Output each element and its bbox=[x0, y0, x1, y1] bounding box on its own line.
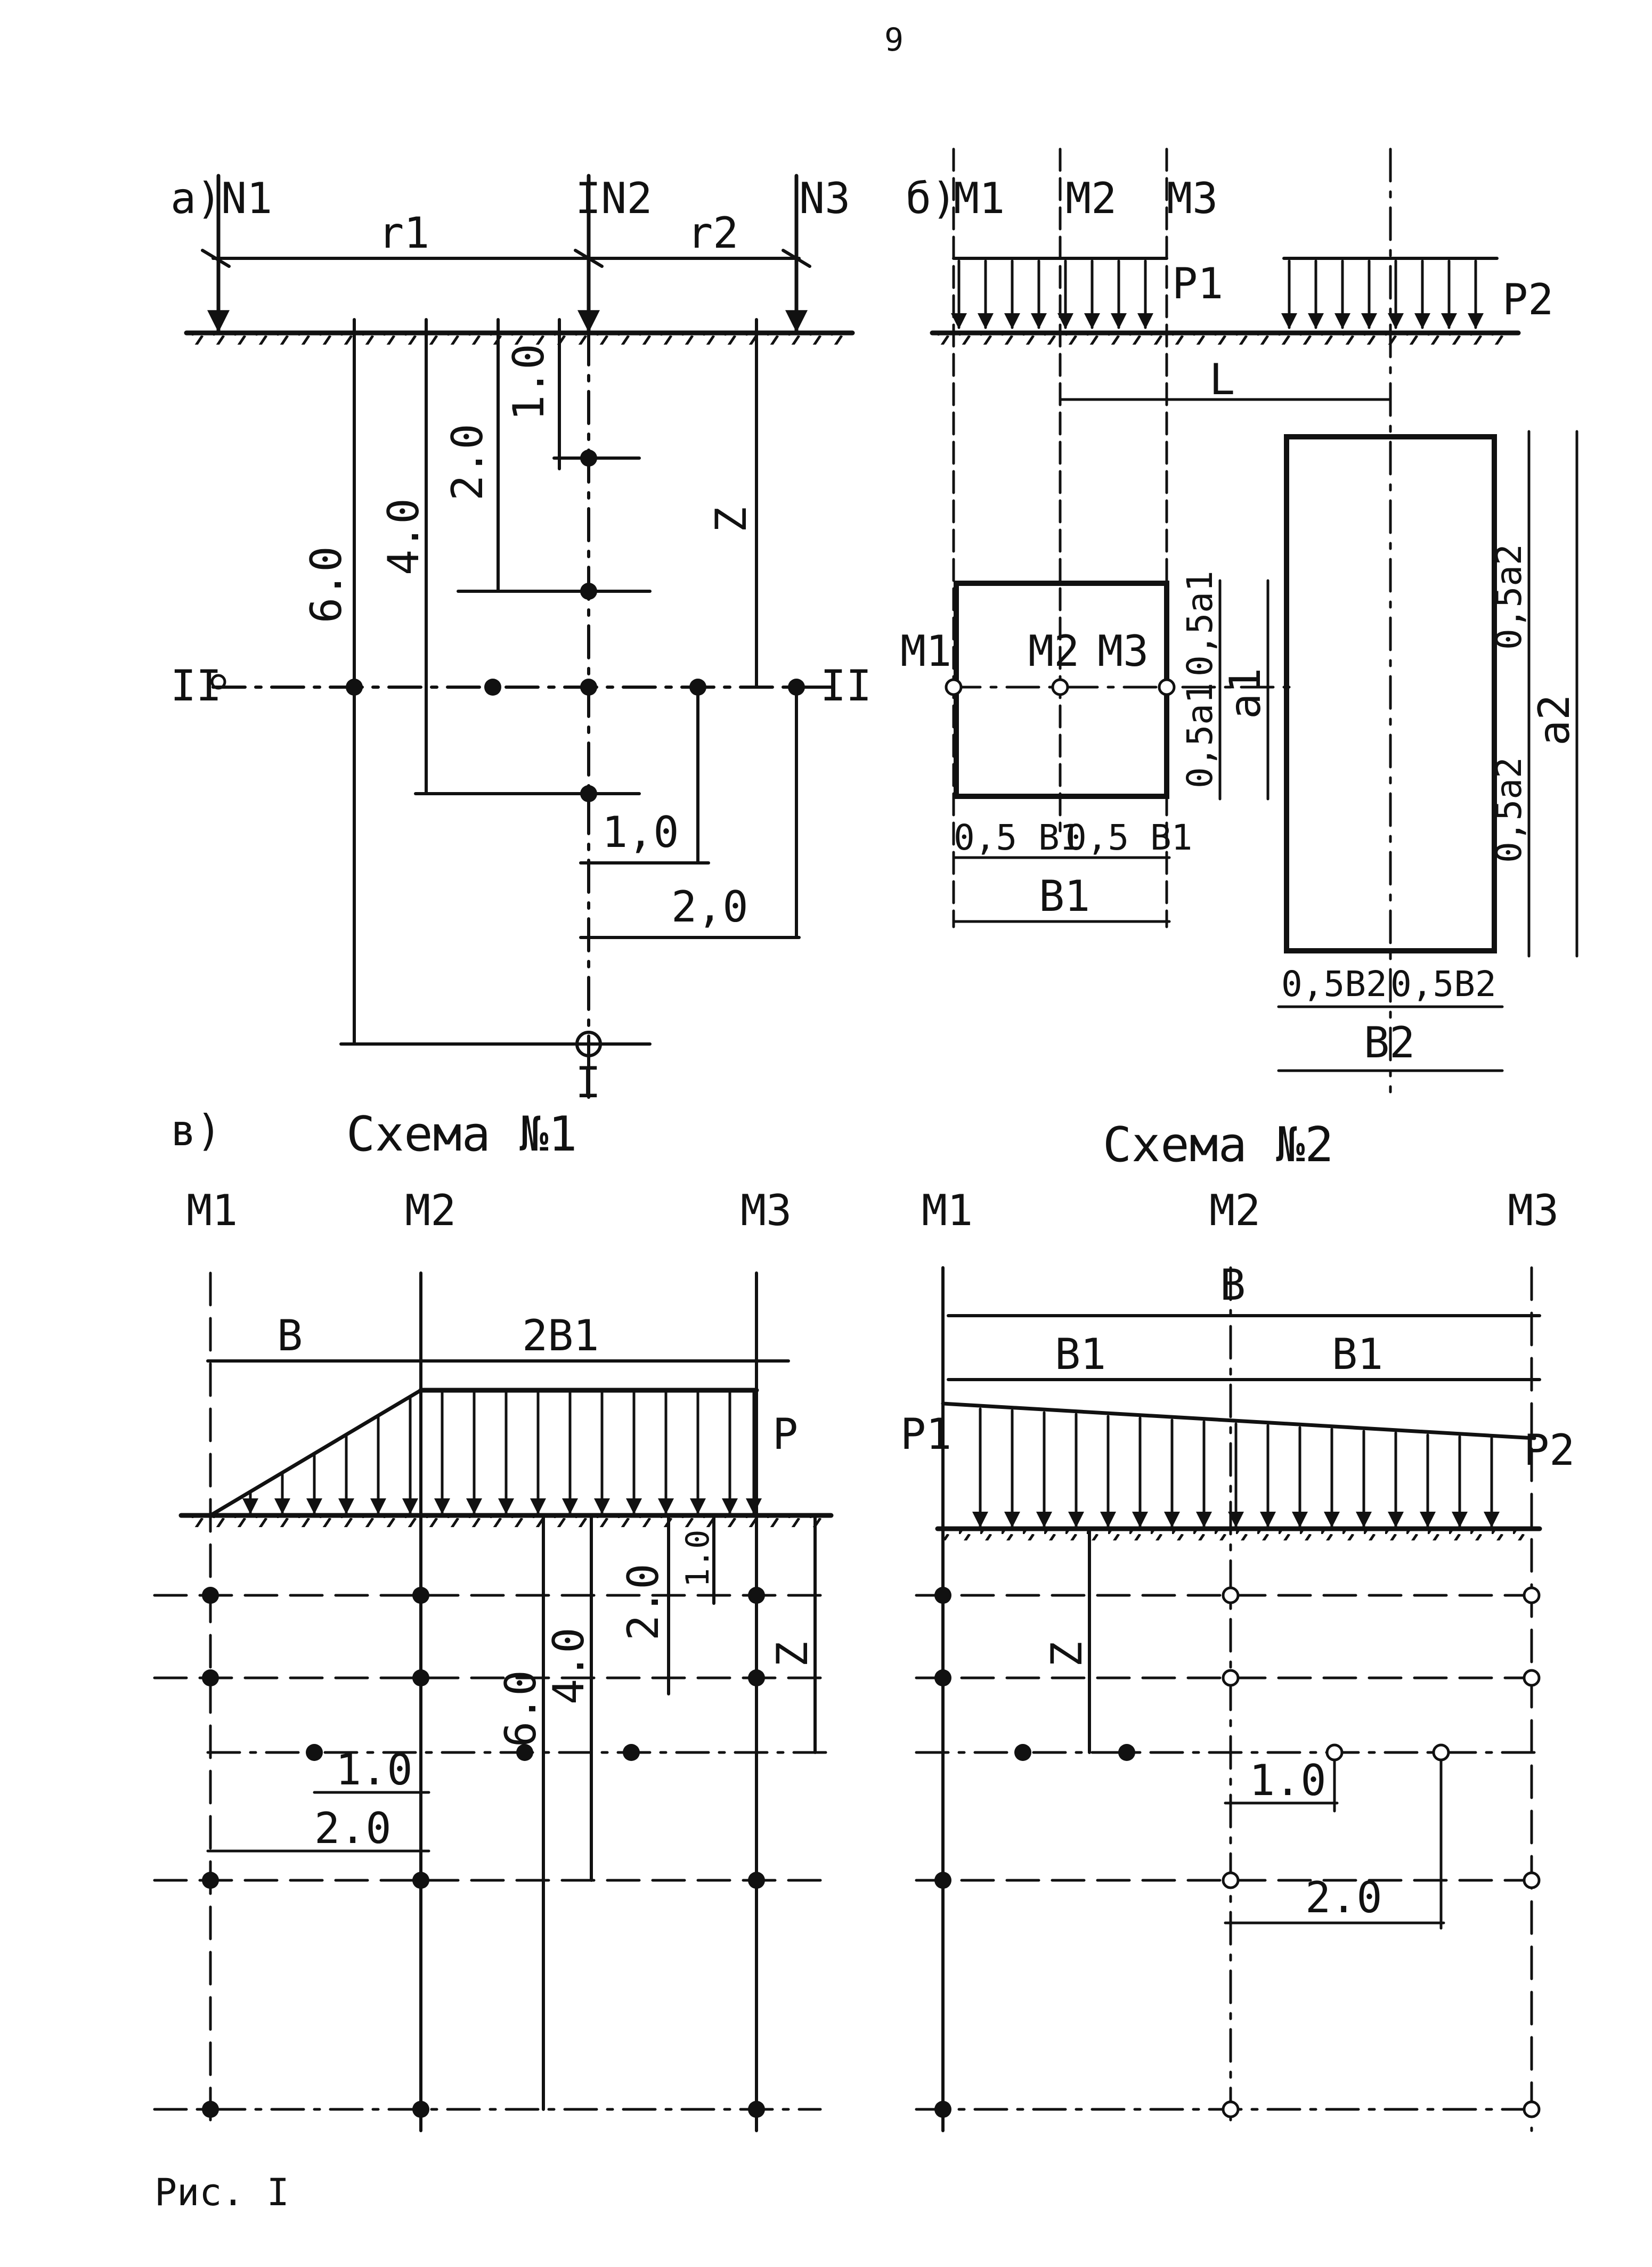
dim-1-0-b: 1,0 bbox=[602, 808, 679, 857]
scheme1-diagram bbox=[184, 174, 855, 1099]
dim-0-5b1-right: 0,5 B1 bbox=[1065, 817, 1192, 858]
panel-d-dim-b1-left: B1 bbox=[1055, 1330, 1106, 1379]
panel-c-dim-6-0: 6.0 bbox=[496, 1670, 546, 1748]
load-label-p2: P2 bbox=[1502, 275, 1553, 324]
panel-c-dim-2b1: 2B1 bbox=[522, 1311, 599, 1360]
dim-0-5a1-bottom: 0,5a1 bbox=[1179, 682, 1220, 788]
dim-4-0: 4.0 bbox=[379, 499, 428, 576]
load-label-p1: P1 bbox=[1172, 259, 1223, 308]
panel-c-dim-2-0-b: 2.0 bbox=[314, 1804, 392, 1853]
dim-0-5a1-top: 0,5a1 bbox=[1179, 570, 1220, 676]
panel-c-dim-4-0: 4.0 bbox=[544, 1628, 593, 1705]
dist-label-l: L bbox=[1209, 355, 1235, 404]
rect1-point-m1: M1 bbox=[900, 626, 951, 676]
panel-d-diagram bbox=[915, 1266, 1542, 2132]
dim-z: Z bbox=[706, 507, 756, 533]
section-label-i-bottom: I bbox=[575, 1058, 601, 1107]
distance-label-r1: r1 bbox=[378, 208, 429, 258]
distance-label-r2: r2 bbox=[687, 208, 738, 258]
dim-0-5a2-top: 0,5a2 bbox=[1488, 544, 1529, 650]
title-scheme-1: Схема №1 bbox=[346, 1106, 577, 1162]
panel-d-dim-z: Z bbox=[1042, 1642, 1092, 1667]
scheme2-panel-label: б) bbox=[906, 174, 957, 223]
rect1-point-m3: M3 bbox=[1097, 626, 1149, 676]
panel-d-point-m1: M1 bbox=[922, 1186, 973, 1235]
panel-d-point-m2: M2 bbox=[1209, 1186, 1260, 1235]
scheme1-panel-label: а) bbox=[170, 174, 222, 223]
panel-d-dim-b1-right: B1 bbox=[1332, 1330, 1383, 1379]
dim-b1: B1 bbox=[1039, 871, 1090, 921]
panel-c-dim-1-0: 1.0 bbox=[679, 1530, 717, 1587]
panel-c-point-m2: M2 bbox=[405, 1186, 456, 1235]
panel-c-point-m1: M1 bbox=[186, 1186, 238, 1235]
panel-c-dim-b: B bbox=[277, 1311, 303, 1360]
dim-1-0: 1.0 bbox=[504, 344, 554, 421]
dim-b2: B2 bbox=[1364, 1018, 1415, 1067]
panel-c-diagram bbox=[153, 1271, 834, 2132]
panel-c-load-p: P bbox=[772, 1409, 798, 1459]
point-label-m3: M3 bbox=[1167, 174, 1218, 223]
panel-d-load-p2: P2 bbox=[1524, 1425, 1575, 1475]
dim-6-0: 6.0 bbox=[302, 547, 351, 624]
panel-d-dim-1-0: 1.0 bbox=[1249, 1756, 1327, 1805]
title-scheme-2: Схема №2 bbox=[1103, 1117, 1333, 1173]
section-label-ii-right: II bbox=[820, 661, 872, 711]
panel-d-dim-2-0: 2.0 bbox=[1305, 1873, 1382, 1922]
load-label-n1: N1 bbox=[221, 174, 272, 223]
dim-0-5b1-left: 0,5 B1 bbox=[954, 817, 1080, 858]
dim-2-0-b: 2,0 bbox=[671, 882, 748, 932]
dim-2-0: 2.0 bbox=[443, 424, 492, 501]
figure-caption: Рис. I bbox=[154, 2171, 289, 2214]
panel-c-label: в) bbox=[170, 1106, 222, 1155]
scheme2-diagram bbox=[930, 148, 1578, 1094]
dim-0-5a2-bottom: 0,5a2 bbox=[1488, 757, 1529, 863]
panel-c-point-m3: M3 bbox=[740, 1186, 792, 1235]
panel-d-point-m3: M3 bbox=[1508, 1186, 1559, 1235]
dim-a2: a2 bbox=[1529, 695, 1579, 746]
panel-d-load-p1: P1 bbox=[900, 1409, 951, 1459]
panel-c-dim-2-0: 2.0 bbox=[619, 1564, 668, 1641]
section-label-ii-left: II bbox=[170, 661, 222, 711]
dim-a1: a1 bbox=[1220, 668, 1270, 719]
panel-c-dim-z: Z bbox=[768, 1642, 817, 1667]
point-label-m1: M1 bbox=[954, 174, 1005, 223]
panel-d-dim-b: B bbox=[1220, 1260, 1246, 1310]
page-number: 9 bbox=[884, 21, 904, 59]
dim-0-5b2-right: 0,5B2 bbox=[1390, 964, 1496, 1005]
load-label-n3: N3 bbox=[799, 174, 850, 223]
point-label-m2: M2 bbox=[1065, 174, 1117, 223]
dim-0-5b2-left: 0,5B2 bbox=[1281, 964, 1387, 1005]
rect1-point-m2: M2 bbox=[1028, 626, 1079, 676]
load-label-n2: IN2 bbox=[575, 174, 653, 223]
panel-c-dim-1-0-b: 1.0 bbox=[336, 1745, 413, 1795]
